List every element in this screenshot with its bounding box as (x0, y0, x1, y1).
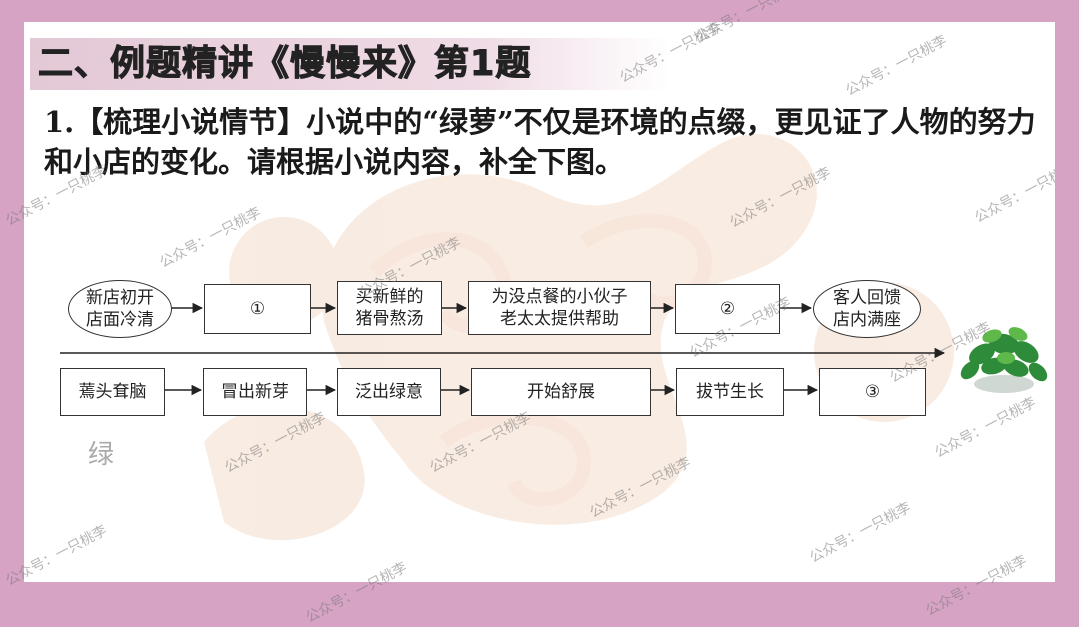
flow-node-bottom-6-blank: ③ (819, 368, 926, 416)
flow-node-top-5-blank: ② (675, 284, 780, 334)
flow-node-bottom-4-text: 开始舒展 (527, 382, 595, 402)
flow-node-bottom-4: 开始舒展 (471, 368, 651, 416)
flow-node-bottom-6-text: ③ (864, 382, 881, 402)
flow-node-top-5-text: ② (719, 299, 736, 319)
flow-node-top-6-text: 客人回馈 店内满座 (833, 288, 901, 330)
flow-node-top-4-text: 为没点餐的小伙子 老太太提供帮助 (491, 287, 628, 329)
flow-node-top-1-text: 新店初开 店面冷清 (86, 288, 154, 330)
flow-node-bottom-5: 拔节生长 (676, 368, 784, 416)
flow-node-top-3-text: 买新鲜的 猪骨熬汤 (355, 287, 424, 329)
flow-node-bottom-5-text: 拔节生长 (696, 382, 764, 402)
slide-card: 二、例题精讲《慢慢来》第1题 1.【梳理小说情节】小说中的“绿萝”不仅是环境的点… (24, 22, 1055, 582)
flow-node-top-1: 新店初开 店面冷清 (68, 280, 172, 338)
flow-node-top-2-text: ① (249, 299, 266, 319)
title-bar (30, 38, 670, 90)
question-text: 1.【梳理小说情节】小说中的“绿萝”不仅是环境的点缀，更见证了人物的努力和小店的… (44, 105, 1036, 179)
flow-node-top-6: 客人回馈 店内满座 (813, 280, 921, 338)
flow-node-top-2-blank: ① (204, 284, 311, 334)
page-title: 二、例题精讲《慢慢来》第1题 (37, 44, 532, 85)
flow-node-bottom-2-text: 冒出新芽 (221, 382, 289, 402)
partial-character: 绿 (88, 440, 115, 470)
diagram-connectors (60, 302, 946, 396)
flow-node-top-4: 为没点餐的小伙子 老太太提供帮助 (468, 281, 651, 335)
flow-node-bottom-3: 泛出绿意 (337, 368, 441, 416)
flow-node-top-3: 买新鲜的 猪骨熬汤 (337, 281, 442, 335)
flow-node-bottom-2: 冒出新芽 (203, 368, 307, 416)
flow-node-bottom-3-text: 泛出绿意 (355, 382, 423, 402)
flow-node-bottom-1-text: 蔫头耷脑 (78, 382, 147, 402)
green-plant-image (960, 327, 1048, 393)
flow-node-bottom-1: 蔫头耷脑 (60, 368, 165, 416)
